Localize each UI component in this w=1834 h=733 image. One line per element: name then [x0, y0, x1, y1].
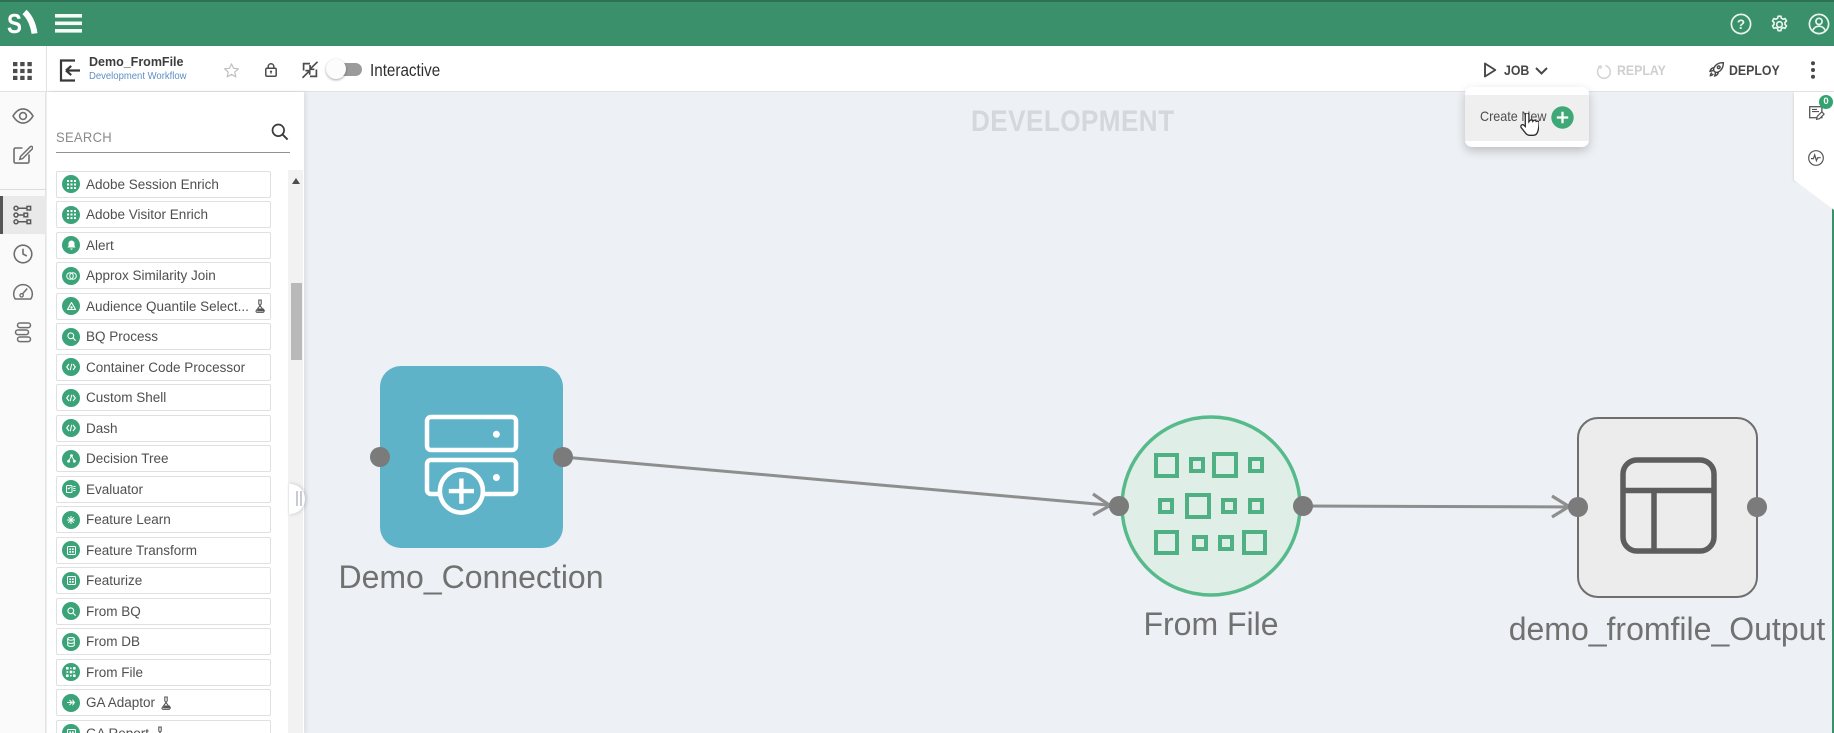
- svg-text:S: S: [7, 9, 22, 40]
- svg-text:?: ?: [1737, 17, 1745, 32]
